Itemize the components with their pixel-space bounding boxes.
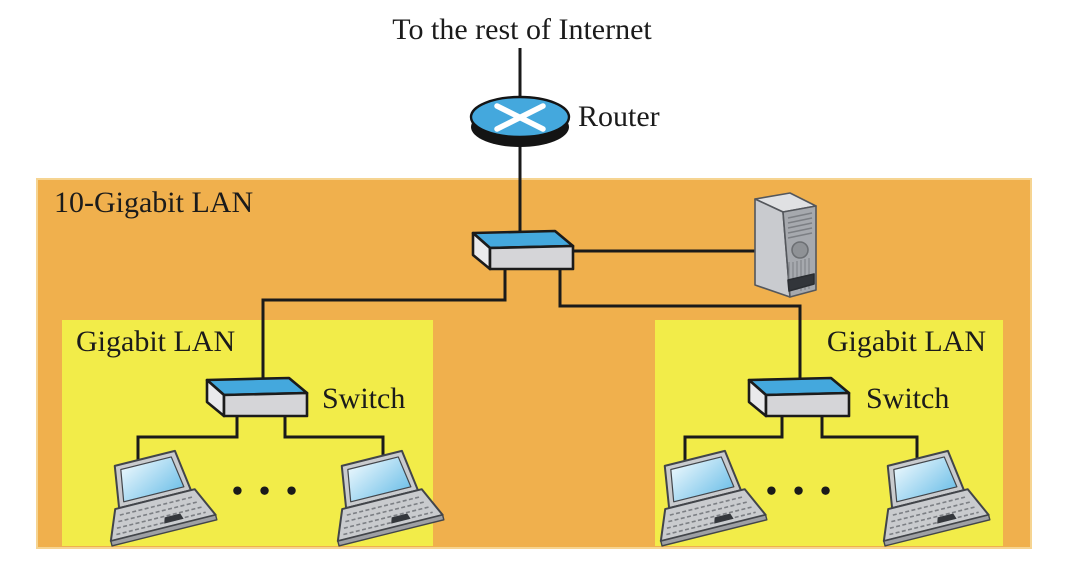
link-core-switch-to-left-switch: [261, 266, 507, 382]
link-right-switch-to-laptop-3: [683, 414, 784, 462]
gigabit-lan-label-left: Gigabit LAN: [76, 325, 236, 358]
laptop-icon-2: [319, 444, 445, 547]
link-core-switch-to-right-switch: [558, 266, 802, 382]
switch-label-left: Switch: [322, 382, 406, 415]
laptop-icon-4: [865, 444, 991, 547]
link-left-switch-to-laptop-1: [136, 414, 239, 462]
right-switch-icon: [747, 376, 851, 418]
switch-label-right: Switch: [866, 382, 950, 415]
link-left-switch-to-laptop-2: [283, 414, 385, 462]
left-switch-icon: [205, 376, 309, 418]
ten-gigabit-lan-label: 10-Gigabit LAN: [54, 186, 254, 219]
core-switch-icon: [471, 229, 575, 271]
ellipsis-dots-right: ● ● ●: [766, 483, 838, 497]
internet-label: To the rest of Internet: [392, 13, 652, 46]
link-right-switch-to-laptop-4: [820, 414, 919, 462]
laptop-icon-1: [92, 444, 218, 547]
server-icon: [754, 192, 817, 298]
ellipsis-dots-left: ● ● ●: [232, 483, 304, 497]
router-label: Router: [578, 100, 660, 133]
gigabit-lan-label-right: Gigabit LAN: [826, 325, 986, 358]
laptop-icon-3: [642, 444, 768, 547]
router-icon: [469, 95, 571, 147]
